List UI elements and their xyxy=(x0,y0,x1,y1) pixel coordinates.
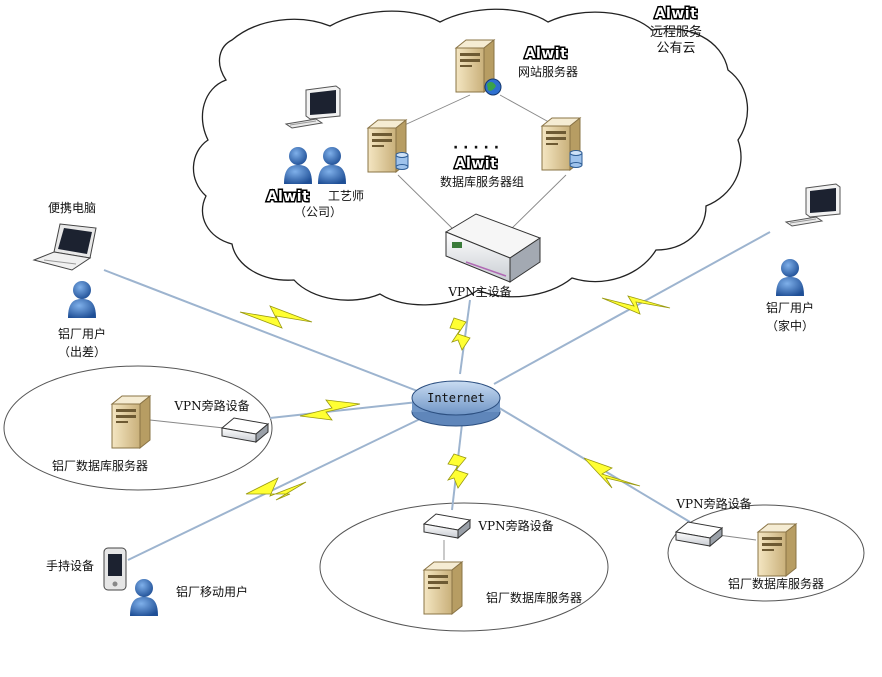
globe-icon xyxy=(484,78,502,96)
engineer-sub: （公司） xyxy=(294,205,342,219)
home-user-sub: （家中） xyxy=(766,318,814,333)
site-bottom-server xyxy=(423,561,463,615)
internet-router xyxy=(411,380,501,427)
site-bottom-ellipse xyxy=(319,502,609,632)
cloud-outline xyxy=(192,8,749,306)
home-user xyxy=(776,259,804,296)
site-links xyxy=(149,419,757,560)
engineer-label: 工艺师 xyxy=(328,189,364,203)
web-server-label: 网站服务器 xyxy=(518,64,578,79)
cloud-brand: Alwit xyxy=(655,6,698,22)
site-right-server xyxy=(757,523,797,577)
mobile-user-label: 铝厂移动用户 xyxy=(176,584,248,599)
internet-label: Internet xyxy=(427,391,485,405)
site-left-vpn-label: VPN旁路设备 xyxy=(173,398,249,413)
engineer-user-2 xyxy=(318,147,346,184)
engineer-user-1 xyxy=(284,147,312,184)
laptop-user xyxy=(68,281,96,318)
cloud-title-line2: 公有云 xyxy=(656,41,695,56)
db-group-brand: Alwit xyxy=(455,156,498,172)
laptop-user-sub: （出差） xyxy=(58,345,106,359)
site-left-db-label: 铝厂数据库服务器 xyxy=(52,458,148,473)
vpn-main-device xyxy=(444,213,542,283)
db-group-label: 数据库服务器组 xyxy=(440,174,524,189)
site-right-vpn xyxy=(675,521,723,547)
laptop-user-label: 铝厂用户 xyxy=(58,326,106,341)
db-server-right xyxy=(541,117,583,171)
cloud-title-line1: 远程服务 xyxy=(650,24,702,40)
home-desktop xyxy=(785,183,841,227)
vpn-main-label: VPN主设备 xyxy=(447,285,511,299)
site-left-ellipse xyxy=(3,365,273,491)
site-bottom-db-label: 铝厂数据库服务器 xyxy=(486,590,582,605)
cloud-links xyxy=(397,94,567,233)
db-server-left xyxy=(367,119,409,173)
site-left-vpn xyxy=(221,417,269,443)
site-left-server xyxy=(111,395,151,449)
laptop-icon xyxy=(32,223,97,271)
site-right-vpn-label: VPN旁路设备 xyxy=(675,496,751,511)
site-bottom-vpn-label: VPN旁路设备 xyxy=(477,518,553,533)
handheld-device-label: 手持设备 xyxy=(46,558,94,573)
lightning-bolts xyxy=(239,295,671,501)
engineer-brand: Alwit xyxy=(267,189,310,205)
mobile-user xyxy=(130,579,158,616)
laptop-device-label: 便携电脑 xyxy=(48,200,96,215)
engineer-desktop xyxy=(285,85,341,129)
web-server xyxy=(455,39,502,96)
site-bottom-vpn xyxy=(423,513,471,539)
site-right-db-label: 铝厂数据库服务器 xyxy=(728,576,824,591)
web-server-brand: Alwit xyxy=(525,46,568,62)
site-right-ellipse xyxy=(667,504,865,602)
db-group-dots: · · · · · xyxy=(453,140,499,156)
home-user-label: 铝厂用户 xyxy=(766,300,814,315)
handheld-icon xyxy=(103,547,127,591)
